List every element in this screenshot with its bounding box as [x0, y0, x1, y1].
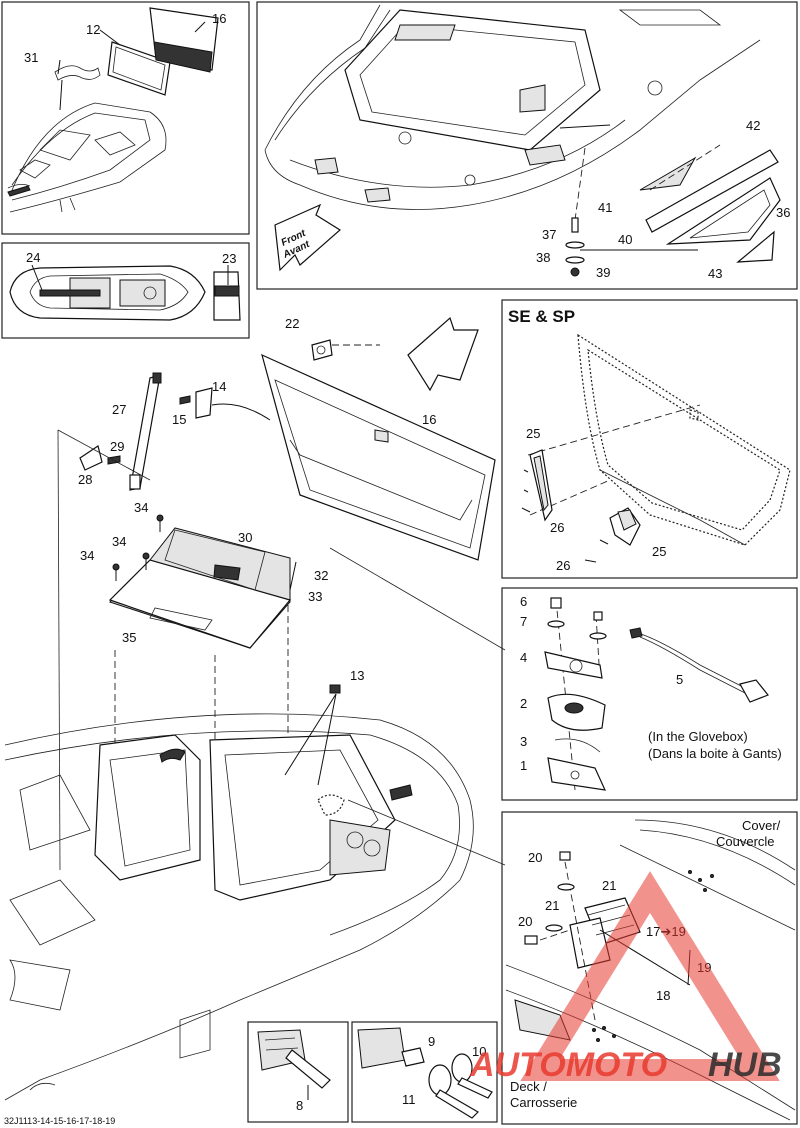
callout-38: 38 [536, 250, 550, 265]
direction-arrow-top: Front Avant [274, 203, 342, 272]
callout-25-b: 25 [652, 544, 666, 559]
callout-22: 22 [285, 316, 299, 331]
callout-34-c: 34 [80, 548, 94, 563]
bottom-panel-a-illustration [257, 1029, 331, 1100]
callout-2: 2 [520, 696, 527, 711]
callout-21-b: 21 [545, 898, 559, 913]
panel-cover-deck [501, 811, 798, 1125]
callout-16-b: 16 [422, 412, 436, 427]
watermark-triangle-icon [520, 871, 780, 1081]
callout-3: 3 [520, 734, 527, 749]
figure-code: 32J1113-14-15-16-17-18-19 [4, 1116, 115, 1126]
watermark: AUTOMOTO HUB [469, 871, 782, 1084]
callout-12: 12 [86, 22, 100, 37]
callout-39: 39 [596, 265, 610, 280]
callout-10: 10 [472, 1044, 486, 1059]
deck-label-2: Carrosserie [510, 1095, 577, 1110]
callout-8: 8 [296, 1098, 303, 1113]
callout-25-a: 25 [526, 426, 540, 441]
callout-7: 7 [520, 614, 527, 629]
callout-36: 36 [776, 205, 790, 220]
callout-14: 14 [212, 379, 226, 394]
callout-32: 32 [314, 568, 328, 583]
glovebox-note-en: (In the Glovebox) [648, 729, 748, 744]
cover-label-1: Cover/ [742, 818, 781, 833]
panel-top-left [1, 1, 250, 235]
callout-30: 30 [238, 530, 252, 545]
cover-label-2: Couvercle [716, 834, 775, 849]
glovebox-latch-illustration [544, 597, 769, 791]
deck-label-1: Deck / [510, 1079, 547, 1094]
callout-5: 5 [676, 672, 683, 687]
callout-1: 1 [520, 758, 527, 773]
callout-34-a: 34 [134, 500, 148, 515]
callout-31: 31 [24, 50, 38, 65]
callout-4: 4 [520, 650, 527, 665]
callout-11: 11 [402, 1092, 416, 1107]
callout-28: 28 [78, 472, 92, 487]
callout-29: 29 [110, 439, 124, 454]
watermark-text-part1: AUTOMOTO [469, 1046, 667, 1084]
callout-27: 27 [112, 402, 126, 417]
callout-16-a: 16 [212, 11, 226, 26]
top-view-boat [9, 264, 241, 321]
main-exploded-view [4, 316, 506, 1101]
top-left-illustration [7, 7, 219, 213]
watermark-text-part2: HUB [708, 1046, 782, 1084]
callout-20-a: 20 [528, 850, 542, 865]
callout-24: 24 [26, 250, 40, 265]
callout-9: 9 [428, 1034, 435, 1049]
callout-26-a: 26 [550, 520, 564, 535]
callout-33: 33 [308, 589, 322, 604]
callout-18: 18 [656, 988, 670, 1003]
panel-left-mid [1, 242, 250, 339]
callout-6: 6 [520, 594, 527, 609]
callout-13: 13 [350, 668, 364, 683]
callout-40: 40 [618, 232, 632, 247]
callout-37: 37 [542, 227, 556, 242]
callout-26-b: 26 [556, 558, 570, 573]
bottom-panel-b-illustration [357, 1027, 493, 1119]
bow-storage-illustration [264, 4, 781, 277]
callout-35: 35 [122, 630, 136, 645]
callout-15: 15 [172, 412, 186, 427]
se-sp-title: SE & SP [508, 307, 575, 326]
panel-bottom-a [247, 1021, 349, 1123]
panel-se-sp [501, 299, 798, 579]
panel-glovebox [501, 587, 798, 801]
callout-42: 42 [746, 118, 760, 133]
callout-21-a: 21 [602, 878, 616, 893]
callout-34-b: 34 [112, 534, 126, 549]
callout-41: 41 [598, 200, 612, 215]
panel-bottom-b [351, 1021, 498, 1123]
callout-20-b: 20 [518, 914, 532, 929]
panel-top-right [256, 1, 798, 290]
glovebox-note-fr: (Dans la boite à Gants) [648, 746, 782, 761]
callout-23: 23 [222, 251, 236, 266]
se-sp-illustration [521, 333, 791, 563]
callout-43: 43 [708, 266, 722, 281]
